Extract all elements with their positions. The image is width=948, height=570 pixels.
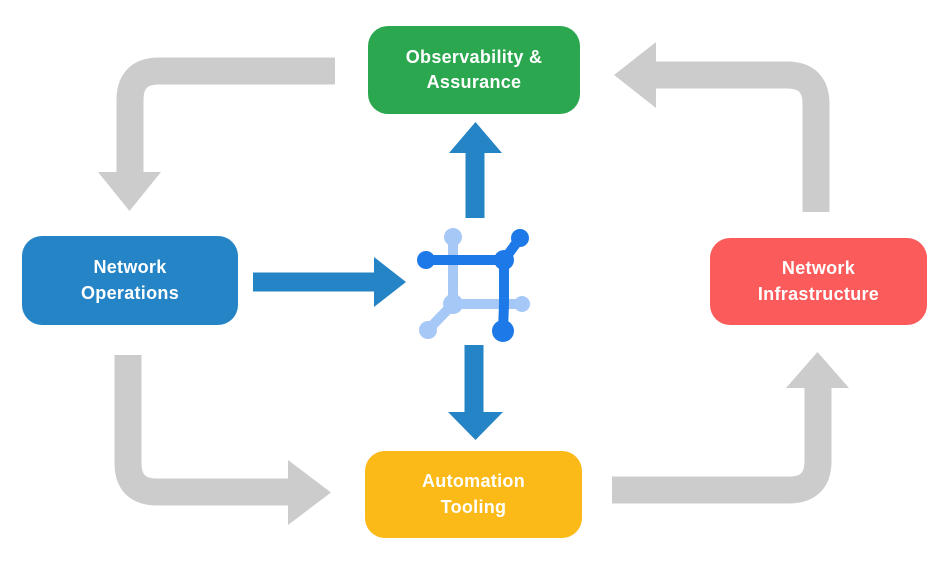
node-network-operations: Network Operations: [22, 236, 238, 325]
arrow-observability-to-operations: [98, 57, 335, 211]
arrow-center-to-automation: [448, 345, 503, 440]
network-automation-icon: [417, 228, 530, 342]
node-automation-tooling: Automation Tooling: [365, 451, 582, 538]
arrow-operations-to-center: [253, 257, 406, 307]
node-automation-tooling-label: Automation Tooling: [422, 471, 525, 517]
node-network-operations-label: Network Operations: [80, 257, 180, 303]
node-network-infrastructure: Network Infrastructure: [710, 238, 927, 325]
arrow-automation-to-infrastructure: [612, 352, 849, 504]
node-observability-assurance-label: Observability & Assurance: [405, 46, 543, 92]
arrow-center-to-observability: [449, 122, 502, 218]
arrow-operations-to-automation: [114, 355, 331, 525]
arrow-infrastructure-to-observability: [614, 42, 830, 212]
node-network-infrastructure-label: Network Infrastructure: [757, 258, 880, 304]
node-observability-assurance: Observability & Assurance: [368, 26, 580, 114]
